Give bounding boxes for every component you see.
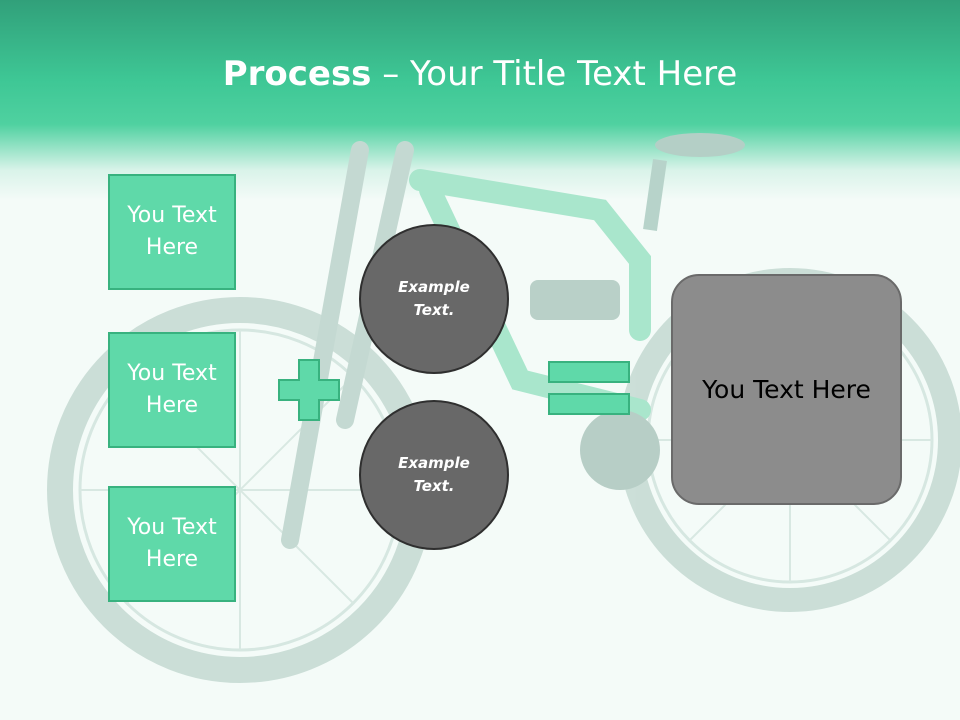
text-box-2[interactable]: You Text Here (108, 332, 236, 448)
example-circle-1[interactable]: Example Text. (359, 224, 509, 374)
text-box-label: You Text Here (127, 515, 217, 572)
text-box-3[interactable]: You Text Here (108, 486, 236, 602)
result-label: You Text Here (702, 375, 871, 404)
circle-label: Example Text. (398, 278, 470, 319)
text-box-label: You Text Here (127, 203, 217, 260)
example-circle-2[interactable]: Example Text. (359, 400, 509, 550)
result-box[interactable]: You Text Here (671, 274, 902, 505)
text-box-label: You Text Here (127, 361, 217, 418)
plus-icon (278, 359, 340, 421)
text-box-1[interactable]: You Text Here (108, 174, 236, 290)
equals-icon (548, 361, 630, 415)
circle-label: Example Text. (398, 454, 470, 495)
title-banner (0, 0, 960, 200)
title-rest: – Your Title Text Here (371, 54, 738, 94)
page-title: Process – Your Title Text Here (0, 50, 960, 98)
title-bold: Process (222, 54, 372, 94)
